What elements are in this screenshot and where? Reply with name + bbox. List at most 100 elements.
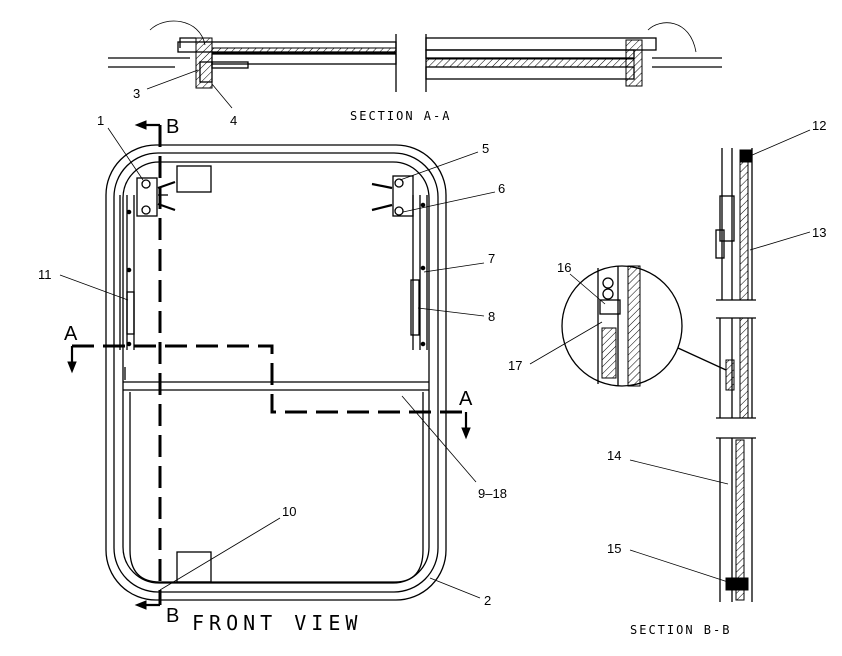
- leader-1: [107, 127, 144, 181]
- section-bb-view: 12 13 14 15 16 17 SECTION B-B: [508, 118, 826, 637]
- right-latch-plate: [410, 279, 420, 336]
- section-aa-left-panel: [108, 57, 190, 68]
- section-aa-right-frame: [425, 37, 657, 51]
- section-aa-left-lip: [179, 37, 196, 48]
- section-marker-b-bottom: B: [166, 605, 179, 627]
- section-marker-a-right: A: [459, 388, 473, 410]
- leader-2: [429, 577, 481, 599]
- callout-2: 2: [484, 593, 491, 608]
- right-track-screw-3: [420, 341, 426, 347]
- callout-7: 7: [488, 251, 495, 266]
- callout-11: 11: [38, 267, 52, 282]
- caption-section-aa: SECTION A-A: [350, 109, 451, 123]
- section-aa-right-glass: [425, 58, 635, 68]
- right-track-screw-2: [420, 265, 426, 271]
- section-aa-left-bracket: [211, 61, 249, 69]
- section-bb-arrow-top-head: [134, 120, 147, 130]
- bb-bot-glass: [735, 439, 745, 601]
- section-aa-right-sash-top: [425, 49, 635, 59]
- right-latch-screw-bottom: [394, 206, 404, 216]
- left-track-screw-2: [126, 267, 132, 273]
- bb-bot-seal: [725, 577, 749, 591]
- section-aa-left-channel: [199, 61, 213, 83]
- leader-9-18: [401, 395, 477, 483]
- bb-mid-rail: [725, 359, 735, 391]
- right-latch-body: [392, 175, 414, 217]
- right-latch-arms: [371, 182, 393, 212]
- leader-6: [402, 191, 496, 213]
- bb-top-glass: [739, 149, 749, 301]
- callout-17: 17: [508, 358, 522, 373]
- leader-17: [529, 321, 603, 365]
- detail-glass-lower: [601, 327, 617, 379]
- section-marker-a-left: A: [64, 323, 78, 345]
- leader-15: [629, 549, 729, 583]
- leader-13: [749, 231, 811, 251]
- detail-screw-1: [602, 277, 614, 289]
- left-latch-body: [136, 177, 158, 217]
- caption-section-bb: SECTION B-B: [630, 623, 731, 637]
- section-bb-arrow-bottom-head: [134, 600, 147, 610]
- callout-9-18: 9–18: [478, 486, 507, 501]
- bb-mid-glass: [739, 317, 749, 419]
- right-latch-screw-top: [394, 178, 404, 188]
- leader-16: [569, 273, 606, 305]
- section-aa-cut-line: [72, 344, 466, 414]
- callout-13: 13: [812, 225, 826, 240]
- section-aa-arrow-right-head: [461, 427, 471, 440]
- lower-sash-inner: [129, 392, 424, 583]
- section-aa-right-sash: [425, 66, 635, 80]
- section-aa-right-panel: [652, 57, 722, 68]
- right-track: [412, 195, 428, 350]
- detail-glass-upper: [627, 265, 641, 387]
- callout-3: 3: [133, 86, 140, 101]
- frame-outer: [105, 144, 447, 601]
- leader-14: [629, 459, 729, 485]
- callout-1: 1: [97, 113, 104, 128]
- leader-12: [749, 129, 811, 157]
- callout-15: 15: [607, 541, 621, 556]
- section-aa-left-seal: [195, 37, 213, 89]
- section-aa-arrow-left-head: [67, 361, 77, 374]
- detail-screw-2: [602, 288, 614, 300]
- bb-top-keeper: [715, 229, 725, 259]
- right-latch-assembly: [371, 175, 414, 217]
- callout-6: 6: [498, 181, 505, 196]
- section-aa-right-seal: [625, 39, 643, 87]
- glass-label-top: [176, 165, 212, 193]
- left-latch-assembly: [136, 177, 176, 217]
- callout-12: 12: [812, 118, 826, 133]
- left-latch-screw-bottom: [141, 205, 151, 215]
- callout-4: 4: [230, 113, 237, 128]
- leader-4: [211, 83, 233, 109]
- bb-top-latch: [719, 195, 735, 242]
- left-track-screw-1: [126, 209, 132, 215]
- callout-10: 10: [282, 504, 296, 519]
- section-aa-left-glass: [211, 47, 397, 54]
- leader-11: [59, 274, 129, 301]
- left-latch-plate: [126, 291, 135, 335]
- leader-7: [423, 262, 485, 273]
- section-aa-right-arc: [647, 22, 697, 53]
- callout-14: 14: [607, 448, 621, 463]
- bb-top-seal: [739, 149, 753, 163]
- frame-middle: [113, 152, 439, 593]
- leader-3: [146, 69, 199, 90]
- leader-8: [417, 307, 485, 317]
- left-track-screw-3: [126, 341, 132, 347]
- leader-5: [399, 151, 479, 181]
- glass-label-bottom: [176, 551, 212, 583]
- frame-inner: [122, 161, 430, 584]
- right-track-screw-1: [420, 202, 426, 208]
- section-marker-b-top: B: [166, 116, 179, 138]
- front-view: B B A A 1 5 6 7 8 9–18 10 11 2 FRONT VIE…: [38, 113, 507, 635]
- caption-front-view: FRONT VIEW: [192, 611, 362, 635]
- left-latch-screw-top: [141, 179, 151, 189]
- callout-8: 8: [488, 309, 495, 324]
- detail-latch-part: [599, 299, 621, 315]
- detail-circle: [561, 265, 683, 387]
- section-aa-view: 3 4 SECTION A-A: [108, 20, 722, 128]
- callout-5: 5: [482, 141, 489, 156]
- callout-16: 16: [557, 260, 571, 275]
- detail-leader: [677, 347, 727, 371]
